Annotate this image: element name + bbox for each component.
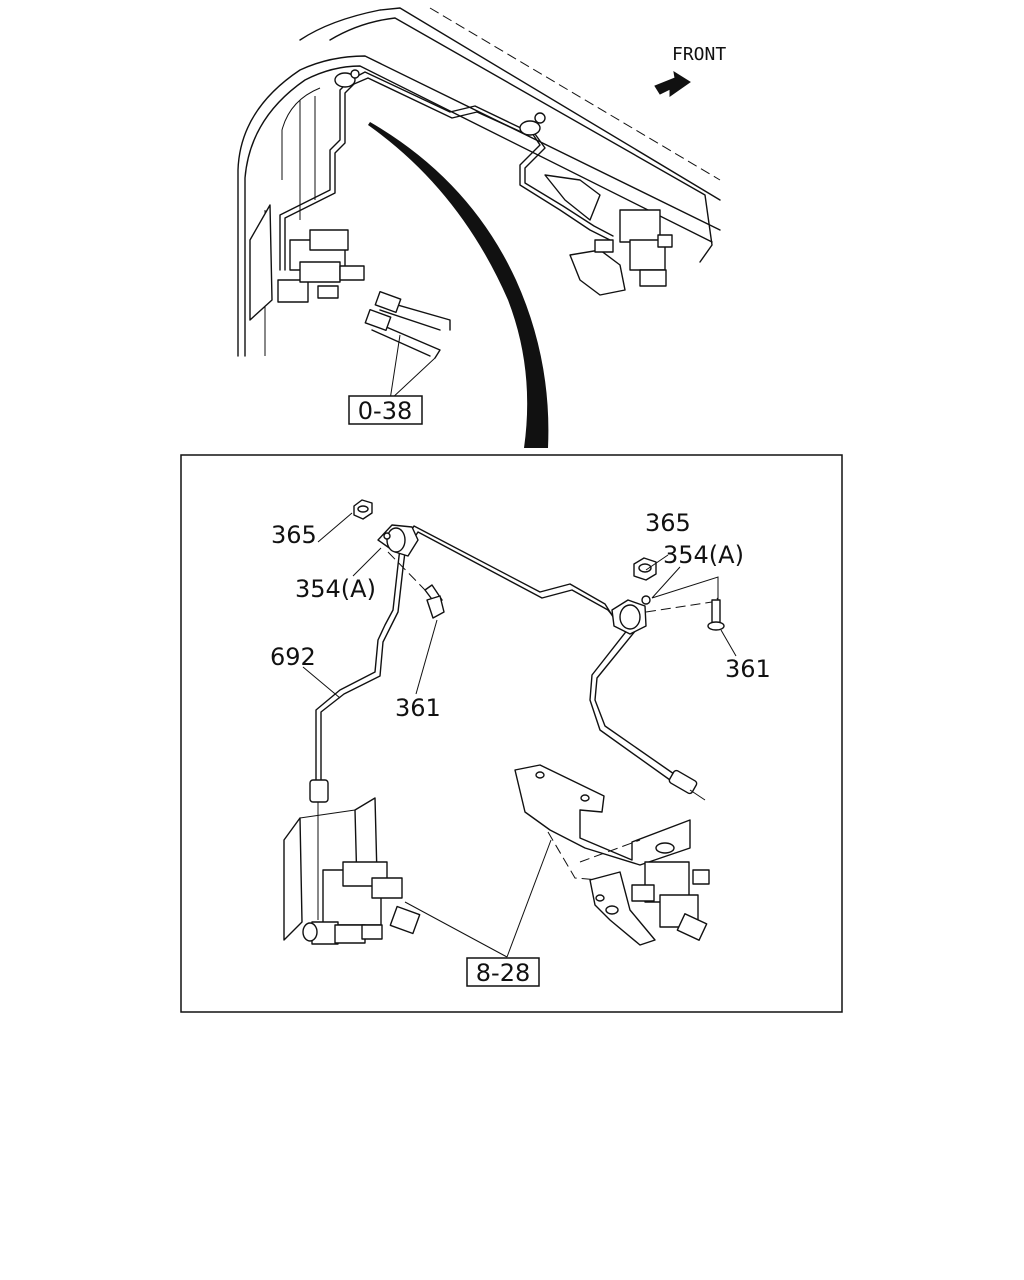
reference-box-upper[interactable]: 0-38	[348, 395, 423, 425]
clip-marker-right	[519, 120, 541, 136]
reference-upper-label: 0-38	[358, 397, 412, 425]
zoom-indicator-arrow	[368, 122, 549, 448]
reference-box-lower[interactable]: 8-28	[466, 957, 540, 987]
brake-pipe-692	[309, 525, 706, 920]
cab-overview-view: FRONT 0-38	[237, 7, 726, 448]
detail-frame	[180, 454, 843, 1013]
pipe-fitting-right	[668, 769, 698, 795]
callout-361-left: 361	[395, 694, 441, 722]
front-arrow-icon	[654, 70, 691, 97]
callout-692: 692	[270, 643, 316, 671]
callout-365-left: 365	[271, 521, 317, 549]
callout-354a-right: 354(A)	[663, 541, 744, 569]
valve-assembly-right-overview	[544, 174, 673, 296]
valve-assembly-right-detail	[514, 764, 710, 946]
front-label: FRONT	[672, 44, 726, 65]
clip-assembly-left	[353, 499, 445, 619]
bolt-361-right	[711, 599, 721, 625]
callout-354a-left: 354(A)	[295, 575, 376, 603]
reference-lower-label: 8-28	[476, 959, 530, 987]
valve-assembly-left-overview	[249, 204, 365, 321]
valve-assembly-left-detail	[283, 797, 421, 945]
clip-assembly-right	[611, 557, 725, 635]
pipe-fitting-lower	[309, 779, 329, 803]
callout-361-right: 361	[725, 655, 771, 683]
detail-panel: 365 354(A) 692 361 365 354(A) 361 8-28	[180, 454, 843, 1013]
front-orientation-indicator: FRONT	[654, 44, 726, 97]
callout-365-right: 365	[645, 509, 691, 537]
clip-marker-left	[334, 72, 356, 88]
